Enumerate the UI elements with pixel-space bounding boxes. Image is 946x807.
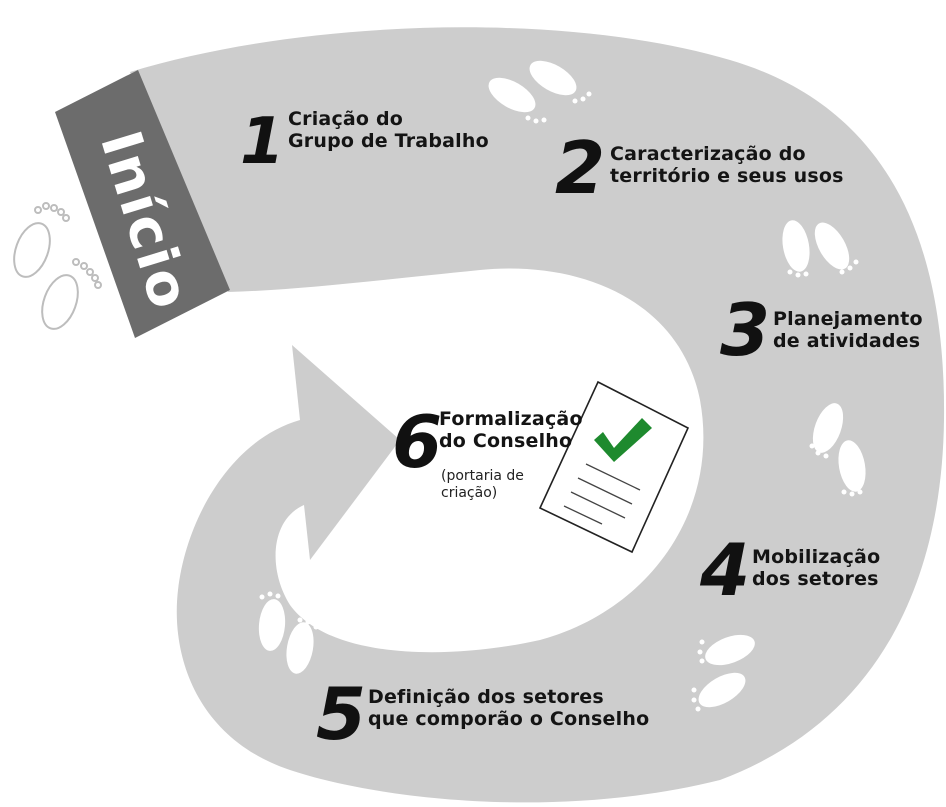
- step-2-line2: território e seus usos: [610, 165, 844, 188]
- footprint-step2-3: [782, 220, 859, 278]
- step-6-line2: do Conselho: [439, 430, 573, 453]
- step-6-note: (portaria de criação): [441, 468, 524, 502]
- document-icon: [538, 380, 690, 554]
- step-3-number: 3: [720, 288, 771, 372]
- step-3-label: Planejamento de atividades: [773, 308, 923, 353]
- step-6-note-line1: (portaria de: [441, 468, 524, 484]
- step-5-line2: que comporão o Conselho: [368, 708, 650, 731]
- step-2-number: 2: [555, 126, 606, 210]
- start-block: [55, 70, 230, 338]
- step-2-line1: Caracterização do: [610, 143, 806, 165]
- footprints-inner: [258, 60, 866, 712]
- step-6-number: 6: [392, 400, 443, 484]
- step-1-number: 1: [240, 105, 285, 179]
- step-6-line1: Formalização: [439, 408, 583, 430]
- step-1-line1: Criação do: [288, 108, 404, 130]
- step-4-label: Mobilização dos setores: [752, 546, 880, 591]
- step-2-label: Caracterização do território e seus usos: [610, 143, 844, 188]
- step-4-line1: Mobilização: [752, 546, 881, 568]
- step-1-label: Criação do Grupo de Trabalho: [288, 108, 489, 153]
- footprint-step1-2: [488, 60, 592, 124]
- footprint-step3-4: [809, 403, 866, 497]
- footprints: [13, 202, 102, 330]
- footprint-start: [13, 202, 102, 330]
- checkmark-icon: [594, 418, 652, 462]
- step-4-number: 4: [700, 528, 751, 612]
- step-6-note-line2: criação): [441, 484, 498, 501]
- step-5-line1: Definição dos setores: [368, 686, 604, 708]
- step-5-label: Definição dos setores que comporão o Con…: [368, 686, 649, 731]
- spiral-path: [130, 27, 945, 803]
- step-6-label: Formalização do Conselho: [439, 408, 583, 453]
- footprint-step5-6: [258, 591, 319, 674]
- step-3-line2: de atividades: [773, 330, 921, 353]
- step-4-line2: dos setores: [752, 568, 879, 591]
- step-3-line1: Planejamento: [773, 308, 923, 330]
- step-5-number: 5: [316, 672, 367, 756]
- footprint-step4-5: [691, 634, 755, 712]
- step-1-line2: Grupo de Trabalho: [288, 130, 489, 153]
